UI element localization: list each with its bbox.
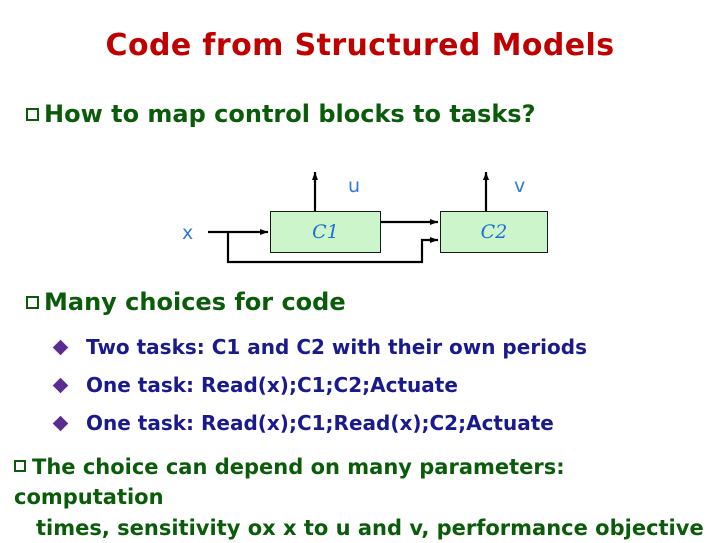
square-bullet-icon [26, 296, 39, 309]
choice-label: Two tasks: C1 and C2 with their own peri… [86, 335, 587, 359]
list-item: One task: Read(x);C1;C2;Actuate [52, 373, 458, 397]
choice-label: One task: Read(x);C1;Read(x);C2;Actuate [86, 411, 554, 435]
bullet-many-choices-label: Many choices for code [44, 288, 346, 316]
bullet-many-choices: Many choices for code [26, 288, 346, 316]
square-bullet-icon [26, 108, 39, 121]
square-bullet-icon [14, 460, 26, 472]
page-title: Code from Structured Models [105, 28, 615, 63]
diamond-bullet-icon [52, 415, 69, 431]
bullet-question: How to map control blocks to tasks? [26, 100, 536, 128]
closing-line-2: times, sensitivity ox x to u and v, perf… [36, 515, 704, 540]
block-c1-label: C1 [312, 221, 339, 243]
bullet-closing-note: The choice can depend on many parameters… [14, 452, 720, 543]
block-c2: C2 [440, 211, 548, 253]
choice-label: One task: Read(x);C1;C2;Actuate [86, 373, 458, 397]
bullet-question-label: How to map control blocks to tasks? [44, 100, 536, 128]
signal-label-v: v [514, 175, 526, 197]
block-c1: C1 [270, 211, 381, 253]
diamond-bullet-icon [52, 377, 69, 393]
block-c2-label: C2 [480, 221, 508, 243]
closing-line-1: The choice can depend on many parameters… [14, 455, 565, 510]
signal-label-u: u [348, 175, 361, 197]
list-item: One task: Read(x);C1;Read(x);C2;Actuate [52, 411, 554, 435]
signal-label-x: x [182, 222, 194, 244]
diamond-bullet-icon [52, 339, 69, 355]
list-item: Two tasks: C1 and C2 with their own peri… [52, 335, 587, 359]
